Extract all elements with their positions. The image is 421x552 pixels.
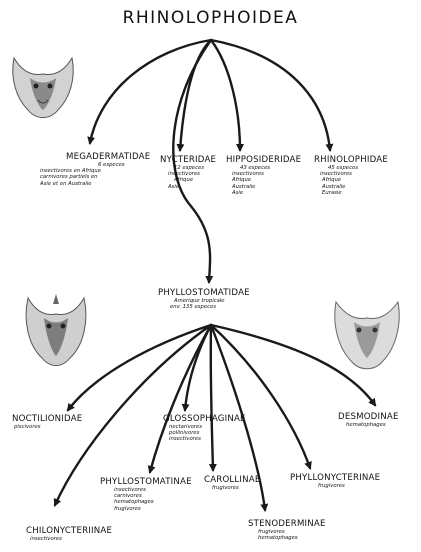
hub-name: PHYLLOSTOMATIDAE <box>158 288 250 298</box>
group-note-line: hematophages <box>114 499 154 506</box>
bat-face-illustration-mid-left <box>25 294 87 366</box>
group-name: CAROLLINAE <box>204 475 261 485</box>
edge-to-hipposideridae <box>209 38 244 152</box>
edge-to-phyllostomatinae <box>147 323 213 474</box>
group-noctilionidae: NOCTILIONIDAE piscivores <box>12 414 82 430</box>
group-note-line: frugivores <box>114 505 141 512</box>
group-phyllonycterinae: PHYLLONYCTERINAE frugivores <box>290 473 380 489</box>
family-note-line: 45 especes <box>328 165 358 171</box>
group-note-line: frugivores <box>212 485 239 491</box>
family-name: HIPPOSIDERIDAE <box>226 155 302 165</box>
edge-to-desmodinae <box>209 323 377 407</box>
family-note-line: Australie <box>322 183 346 190</box>
family-note-line: Afrique <box>174 177 194 184</box>
family-name: MEGADERMATIDAE <box>66 152 151 162</box>
edge-to-stenoderminae <box>209 323 269 512</box>
group-name: CHILONYCTERIINAE <box>26 526 113 536</box>
family-name: RHINOLOPHIDAE <box>314 155 388 165</box>
group-carollinae: CAROLLINAE frugivores <box>204 475 260 491</box>
family-rhinolophidae: RHINOLOPHIDAE 45 especes insectivores Af… <box>314 155 388 196</box>
group-note-line: frugivores <box>318 483 345 489</box>
edge-to-chilonycteriinae <box>53 323 213 507</box>
family-note-line: insectivores <box>232 171 264 178</box>
hub-phyllostomatidae: PHYLLOSTOMATIDAE Amerique tropicale env.… <box>158 288 250 310</box>
group-name: PHYLLONYCTERINAE <box>290 473 381 483</box>
group-note-line: piscivores <box>14 424 41 430</box>
edge-to-phyllonycterinae <box>209 323 312 470</box>
diagram-title: RHINOLOPHOIDEA <box>122 8 299 28</box>
family-note-line: insectivores <box>320 171 352 178</box>
family-note-line: 6 especes <box>98 162 125 168</box>
group-desmodinae: DESMODINAE hematophages <box>338 412 399 428</box>
edge-to-noctilionidae <box>66 323 213 412</box>
family-note-line: Australie <box>232 183 256 190</box>
group-phyllostomatinae: PHYLLOSTOMATINAE insectivores carnivores… <box>100 477 192 512</box>
family-nycteridae: NYCTERIDAE 12 especes insectivores Afriq… <box>160 155 216 190</box>
group-note-line: carnivores <box>114 493 142 500</box>
group-note-line: nectarivores <box>169 424 203 430</box>
group-name: PHYLLOSTOMATINAE <box>100 477 192 487</box>
family-note-line: Asie et en Australie <box>40 180 92 187</box>
family-note-line: 12 especes <box>174 165 204 171</box>
group-note-line: hematophages <box>258 535 298 542</box>
edge-to-carollinae <box>208 323 217 472</box>
bat-face-illustration-mid-right <box>334 300 400 370</box>
group-glossophaginae: GLOSSOPHAGINAE nectarivores pollinivores… <box>163 414 246 443</box>
family-name: NYCTERIDAE <box>160 155 217 165</box>
family-note-line: Afrique <box>232 177 252 184</box>
group-note-line: insectivores <box>114 487 146 493</box>
group-name: GLOSSOPHAGINAE <box>163 414 246 424</box>
group-note-line: insectivores <box>30 536 62 542</box>
group-stenoderminae: STENODERMINAE frugivores hematophages <box>248 519 326 541</box>
family-note-line: Asie <box>232 189 244 196</box>
family-note-line: Eurasie <box>322 189 342 196</box>
group-note-line: hematophages <box>346 422 386 428</box>
group-chilonycteriinae: CHILONYCTERIINAE insectivores <box>26 526 112 542</box>
family-note-line: Asie <box>168 183 180 190</box>
edge-to-phyllostomatidae <box>172 38 214 284</box>
edge-to-megadermatidae <box>87 38 213 145</box>
group-note-line: pollinivores <box>169 430 200 437</box>
hub-note-line: Amerique tropicale <box>174 298 225 304</box>
family-note-line: carnivores partiels en <box>40 174 98 181</box>
family-note-line: 43 especes <box>240 165 270 171</box>
group-note-line: frugivores <box>258 529 285 535</box>
edge-to-nycteridae <box>176 38 213 152</box>
family-hipposideridae: HIPPOSIDERIDAE 43 especes insectivores A… <box>226 155 301 196</box>
group-name: DESMODINAE <box>338 412 399 422</box>
hub-note-line: env. 135 especes <box>170 304 217 311</box>
group-name: STENODERMINAE <box>248 519 326 529</box>
bat-face-illustration-top-left <box>12 56 74 118</box>
edge-to-rhinolophidae <box>209 38 334 152</box>
family-note-line: insectivores <box>168 171 200 178</box>
family-megadermatidae: MEGADERMATIDAE 6 especes insectivores en… <box>40 152 150 187</box>
group-note-line: insectivores <box>169 436 201 443</box>
family-note-line: Afrique <box>322 177 342 184</box>
family-note-line: insectivores en Afrique <box>40 168 101 175</box>
group-name: NOCTILIONIDAE <box>12 414 83 424</box>
